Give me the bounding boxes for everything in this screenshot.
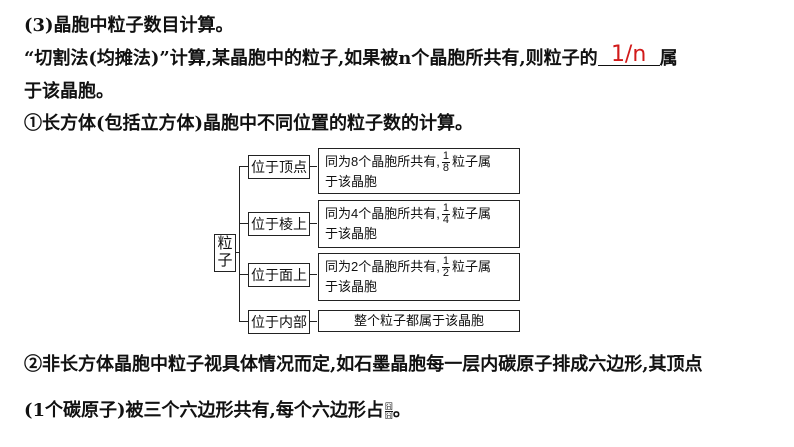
point-2-line-2: (1个碳原子)被三个六边形共有,每个六边形占囧囧。 xyxy=(24,399,411,423)
category-edge: 位于棱上 xyxy=(248,212,310,236)
point-2-text: (1个碳原子)被三个六边形共有,每个六边形占 xyxy=(24,400,384,421)
point-2-line-1: ②非长方体晶胞中粒子视具体情况而定,如石墨晶胞每一层内碳原子排成六边形,其顶点 xyxy=(24,354,703,375)
root-node: 粒子 xyxy=(214,234,236,272)
desc-vertex-line2: 于该晶胞 xyxy=(325,174,378,190)
desc-edge-line2: 于该晶胞 xyxy=(325,226,378,242)
category-face: 位于面上 xyxy=(248,263,310,287)
section-title: (3)晶胞中粒子数目计算。 xyxy=(24,15,234,36)
desc-edge-text-2: 粒子属 xyxy=(451,206,491,221)
leaf-connector-2 xyxy=(308,223,317,224)
leaf-connector-3 xyxy=(308,274,317,275)
intro-line-2: 于该晶胞。 xyxy=(24,81,114,102)
category-vertex: 位于顶点 xyxy=(248,155,310,179)
branch-connector-2 xyxy=(239,223,248,224)
branch-connector-1 xyxy=(239,166,248,167)
answer-blank: 1/n xyxy=(597,44,660,66)
desc-face-line2: 于该晶胞 xyxy=(325,279,378,295)
branch-connector-3 xyxy=(239,274,248,275)
point-2-end: 。 xyxy=(392,400,411,421)
root-connector xyxy=(235,252,240,253)
leaf-connector-1 xyxy=(308,166,317,167)
desc-interior: 整个粒子都属于该晶胞 xyxy=(318,310,520,332)
desc-vertex-text-2: 粒子属 xyxy=(451,154,491,169)
branch-connector-4 xyxy=(239,321,248,322)
point-1: ①长方体(包括立方体)晶胞中不同位置的粒子数的计算。 xyxy=(24,113,474,134)
desc-face-text-2: 粒子属 xyxy=(451,259,491,274)
desc-edge-text: 同为4个晶胞所共有, xyxy=(325,206,440,221)
placeholder-fraction: 囧囧 xyxy=(384,401,393,420)
leaf-connector-4 xyxy=(308,321,317,322)
intro-text-1: “切割法(均摊法)”计算,某晶胞中的粒子,如果被n个晶胞所共有,则粒子的 xyxy=(24,48,598,69)
desc-face-text: 同为2个晶胞所共有, xyxy=(325,259,440,274)
intro-text-2: 属 xyxy=(659,48,678,69)
category-interior: 位于内部 xyxy=(248,310,310,334)
vertical-connector xyxy=(239,166,240,322)
desc-vertex-text: 同为8个晶胞所共有, xyxy=(325,154,440,169)
